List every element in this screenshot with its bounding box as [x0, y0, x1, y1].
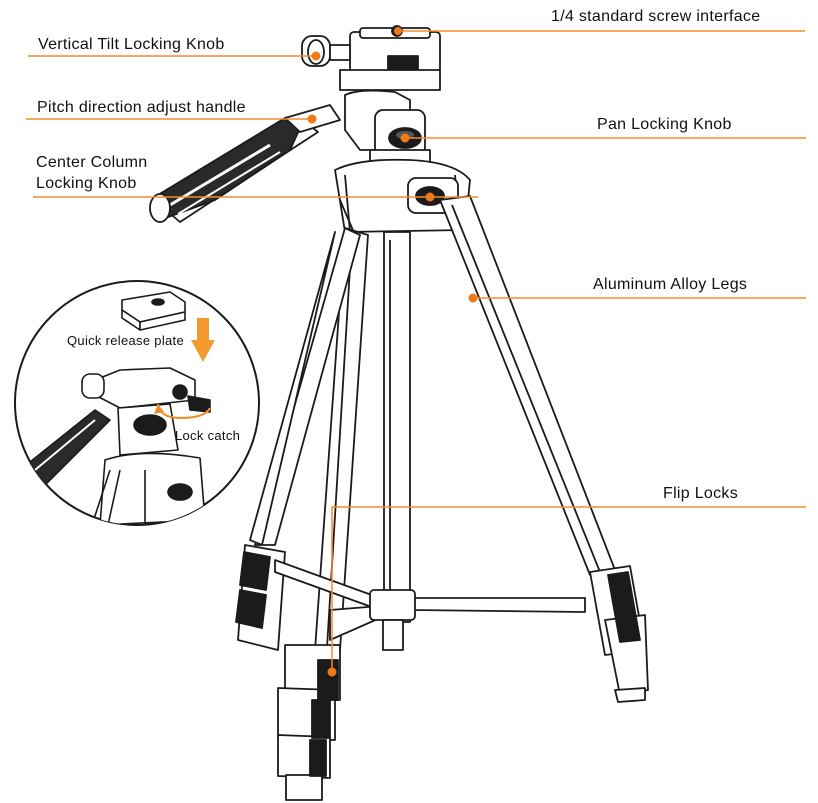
dot-flip: [327, 667, 337, 677]
right-leg-drawing: [439, 195, 649, 703]
label-pan-locking: Pan Locking Knob: [597, 116, 732, 133]
label-quick-release-plate: Quick release plate: [67, 333, 184, 348]
dot-center: [425, 192, 435, 202]
orange-down-arrow-icon: [191, 318, 215, 362]
spreader-drawing: [274, 559, 586, 651]
dot-screw: [394, 27, 402, 35]
dot-tilt: [311, 51, 321, 61]
label-aluminum-legs: Aluminum Alloy Legs: [593, 276, 748, 293]
anchor-dots: [307, 27, 478, 677]
left-leg-drawing: [249, 227, 369, 651]
label-vertical-tilt: Vertical Tilt Locking Knob: [38, 36, 225, 53]
label-lock-catch: Lock catch: [175, 428, 241, 443]
label-center-column-line2: Locking Knob: [36, 175, 137, 192]
leader-flip: [331, 506, 806, 672]
leader-lines: [26, 30, 806, 672]
pitch-handle-drawing: [149, 104, 341, 223]
front-leg-locks: [277, 644, 341, 801]
head-drawing: [301, 25, 441, 165]
left-back-leg-locks: [235, 544, 286, 651]
center-column-drawing: [383, 231, 411, 623]
quick-release-inset: [14, 280, 260, 526]
dot-handle: [307, 114, 317, 124]
label-pitch-handle: Pitch direction adjust handle: [37, 99, 246, 116]
dot-legs: [468, 293, 478, 303]
label-center-column-line1: Center Column: [36, 154, 148, 171]
tripod-drawing: [149, 25, 649, 801]
dot-pan: [400, 133, 410, 143]
label-flip-locks: Flip Locks: [663, 485, 739, 502]
label-screw-interface: 1/4 standard screw interface: [551, 8, 761, 25]
